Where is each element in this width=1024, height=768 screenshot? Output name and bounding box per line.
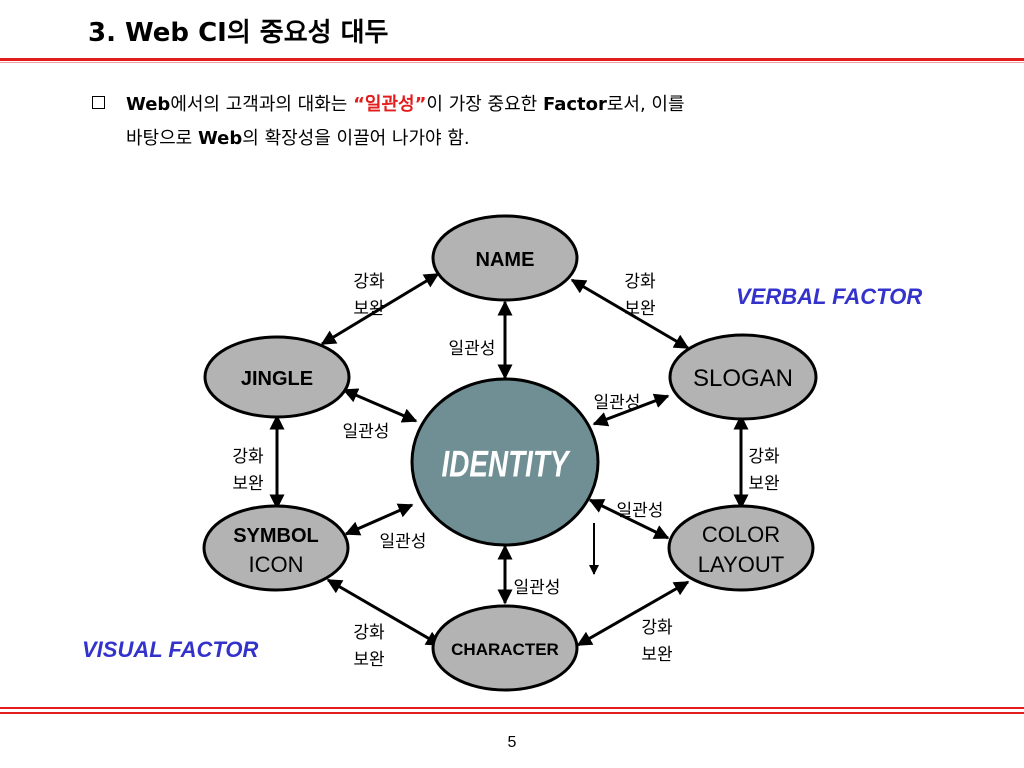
verbal-factor-label: VERBAL FACTOR	[736, 284, 923, 309]
reinforce-label-br-1: 강화	[641, 618, 673, 638]
arrow-symbol-character	[326, 578, 442, 647]
node-color-layout	[667, 504, 815, 592]
arrow-center-symbol	[344, 503, 414, 536]
bullet-text-3: 로서, 이를	[606, 94, 685, 115]
arrow-center-slogan	[592, 393, 670, 427]
title-divider-shadow	[0, 62, 1024, 63]
title-divider	[0, 58, 1024, 61]
reinforce-label-tr-2: 보완	[624, 299, 655, 319]
bullet-text-1: 에서의 고객과의 대화는	[170, 94, 354, 115]
page-number: 5	[507, 734, 517, 751]
footer-divider	[0, 707, 1024, 709]
arrow-center-jingle	[342, 388, 418, 423]
reinforce-label-tr-1: 강화	[624, 272, 656, 292]
reinforce-label-mr-1: 강화	[748, 447, 780, 467]
reinforce-label-ml-1: 강화	[232, 447, 264, 467]
node-name	[431, 214, 579, 302]
node-character	[431, 604, 579, 692]
bullet-paragraph: Web에서의 고객과의 대화는 “일관성”이 가장 중요한 Factor로서, …	[126, 88, 926, 156]
consistency-label-bottom: 일관성	[514, 578, 561, 598]
reinforce-label-tl-2: 보완	[353, 299, 384, 319]
reinforce-label-br-2: 보완	[641, 645, 672, 665]
bullet-highlight: “일관성”	[353, 94, 427, 115]
bullet-text-2: 이 가장 중요한	[426, 94, 543, 115]
reinforce-label-ml-2: 보완	[232, 474, 263, 494]
node-symbol-icon	[202, 504, 350, 592]
bullet-text-4: 바탕으로	[126, 128, 198, 149]
consistency-label-lower-right: 일관성	[617, 501, 664, 521]
node-identity-label: IDENTITY	[442, 442, 571, 484]
bullet-factor: Factor	[542, 94, 607, 115]
node-symbol-label-1: SYMBOL	[233, 525, 319, 547]
consistency-label-lower-left: 일관성	[380, 532, 427, 552]
node-color-label-2: LAYOUT	[698, 552, 784, 577]
bullet-web-1: Web	[126, 94, 171, 115]
node-identity	[410, 377, 600, 547]
reinforce-label-mr-2: 보완	[748, 474, 779, 494]
node-color-label-1: COLOR	[702, 522, 780, 547]
reinforce-label-bl-1: 강화	[353, 623, 385, 643]
consistency-label-left: 일관성	[343, 422, 390, 442]
arrow-center-color	[588, 498, 670, 540]
consistency-label-right: 일관성	[594, 393, 641, 413]
node-slogan-label: SLOGAN	[693, 365, 793, 392]
checkbox-bullet-icon	[92, 96, 105, 109]
node-jingle	[203, 335, 351, 419]
node-name-label: NAME	[476, 249, 535, 271]
consistency-label-top: 일관성	[449, 339, 496, 359]
arrow-name-slogan	[570, 278, 690, 350]
node-character-label: CHARACTER	[451, 640, 559, 659]
reinforce-label-tl-1: 강화	[353, 272, 385, 292]
arrow-name-jingle	[320, 272, 440, 346]
visual-factor-label: VISUAL FACTOR	[82, 637, 259, 662]
bullet-text-5: 의 확장성을 이끌어 나가야 함.	[242, 128, 470, 149]
reinforce-label-bl-2: 보완	[353, 650, 384, 670]
bullet-web-2: Web	[197, 128, 243, 149]
page-title: 3. Web CI의 중요성 대두	[88, 18, 389, 48]
arrow-color-character	[576, 580, 690, 647]
footer-divider-2	[0, 712, 1024, 714]
node-slogan	[668, 333, 818, 421]
node-symbol-label-2: ICON	[249, 552, 304, 577]
node-jingle-label: JINGLE	[241, 368, 313, 390]
